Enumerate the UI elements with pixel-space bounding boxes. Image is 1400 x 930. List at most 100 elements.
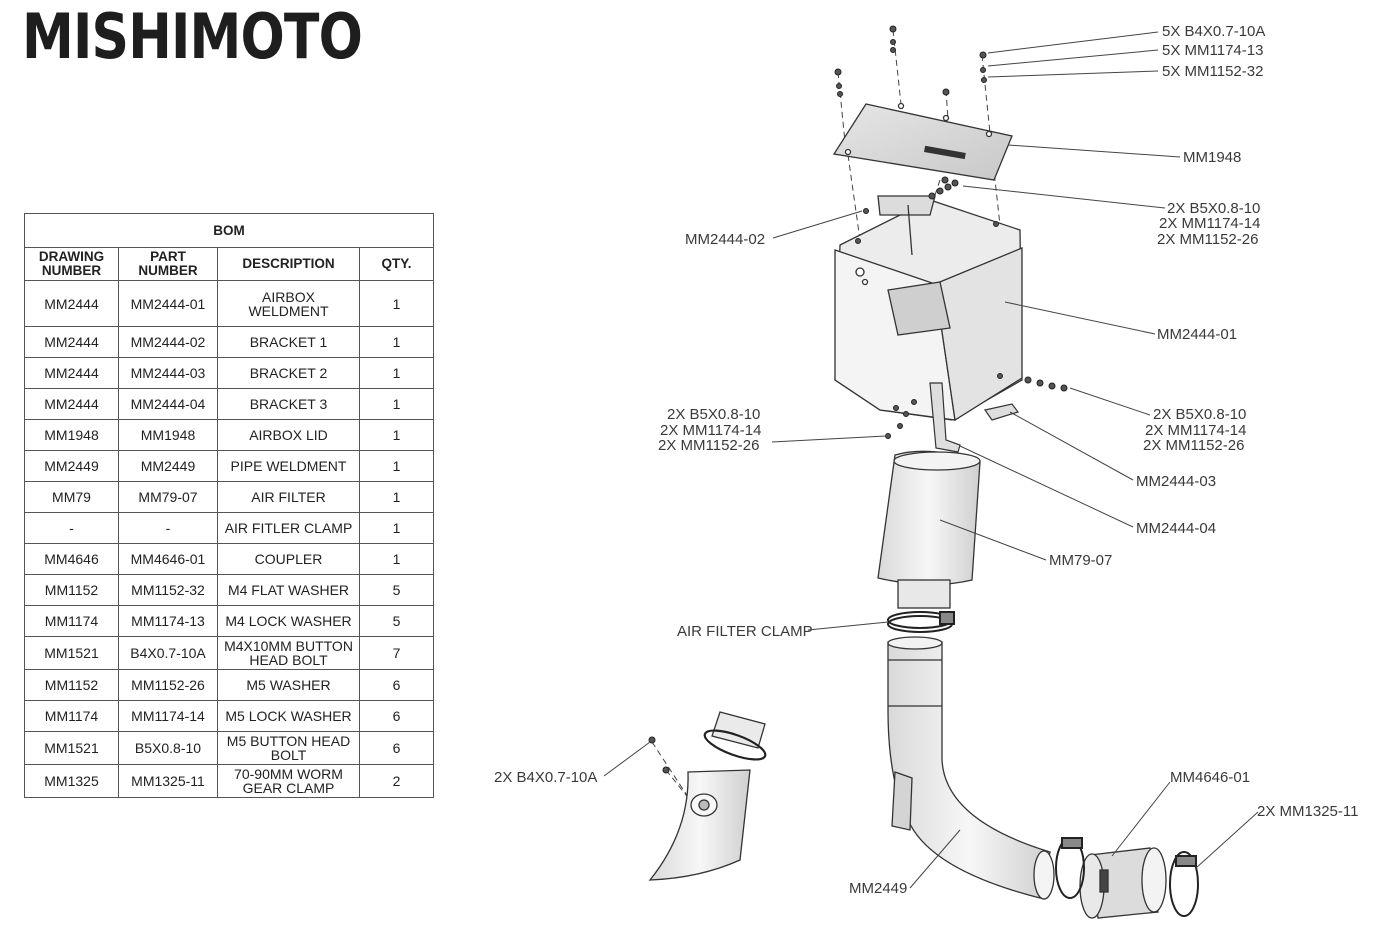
label-filter-clamp: AIR FILTER CLAMP	[677, 623, 813, 640]
bom-cell: MM4646	[24, 543, 119, 575]
brand-logo: MISHIMOTO	[22, 0, 363, 73]
label-lid: MM1948	[1183, 149, 1241, 166]
bom-cell: MM2449	[118, 450, 218, 482]
bom-cell: MM79-07	[118, 481, 218, 513]
bom-cell: 2	[359, 764, 434, 798]
bom-header-cell: DRAWING NUMBER	[24, 247, 119, 281]
bom-cell: MM1521	[24, 636, 119, 670]
bom-cell: 1	[359, 543, 434, 575]
bom-cell: MM2444	[24, 388, 119, 420]
label-clamps: 2X MM1325-11	[1257, 803, 1358, 820]
bom-cell: 6	[359, 700, 434, 732]
label-top-lock: 5X MM1174-13	[1162, 42, 1263, 59]
bom-cell: MM79	[24, 481, 119, 513]
bom-cell: -	[24, 512, 119, 544]
callout-labels: 5X B4X0.7-10A 5X MM1174-13 5X MM1152-32 …	[494, 23, 1358, 897]
label-right-hw1: 2X B5X0.8-10	[1153, 406, 1246, 423]
bom-cell: MM1174	[24, 700, 119, 732]
airbox-weldment	[834, 195, 1023, 422]
label-lid-hw3: 2X MM1152-26	[1157, 231, 1258, 248]
bom-cell: AIRBOX WELDMENT	[217, 280, 360, 327]
label-top-washer: 5X MM1152-32	[1162, 63, 1263, 80]
label-coupler: MM4646-01	[1170, 769, 1250, 786]
label-airbox: MM2444-01	[1157, 326, 1237, 343]
bom-cell: MM1152-32	[118, 574, 218, 606]
bom-cell: MM1174	[24, 605, 119, 637]
label-left-hw2: 2X MM1174-14	[660, 422, 761, 439]
bom-cell: PIPE WELDMENT	[217, 450, 360, 482]
air-filter-clamp	[887, 611, 955, 633]
pipe-weldment	[887, 636, 1055, 900]
bom-header-cell: QTY.	[359, 247, 434, 281]
airbox-lid	[832, 102, 1013, 181]
bom-cell: B5X0.8-10	[118, 731, 218, 765]
label-bracket-1: MM2444-02	[685, 231, 765, 248]
label-left-hw1: 2X B5X0.8-10	[667, 406, 760, 423]
bom-cell: MM1152	[24, 669, 119, 701]
bom-cell: M5 WASHER	[217, 669, 360, 701]
bom-cell: MM2444-02	[118, 326, 218, 358]
label-left-hw3: 2X MM1152-26	[658, 437, 759, 454]
bracket-2	[983, 403, 1019, 421]
coupler	[1079, 847, 1167, 919]
bom-cell: MM2444-03	[118, 357, 218, 389]
label-pipe: MM2449	[849, 880, 907, 897]
bom-header-cell: DESCRIPTION	[217, 247, 360, 281]
label-filter: MM79-07	[1049, 552, 1112, 569]
label-bracket-3: MM2444-04	[1136, 520, 1216, 537]
bom-cell: MM1325-11	[118, 764, 218, 798]
worm-gear-clamps	[1055, 837, 1199, 917]
bom-cell: MM1948	[24, 419, 119, 451]
label-right-hw2: 2X MM1174-14	[1145, 422, 1246, 439]
bom-cell: MM1174-14	[118, 700, 218, 732]
label-right-hw3: 2X MM1152-26	[1143, 437, 1244, 454]
bom-cell: 1	[359, 450, 434, 482]
label-lid-hw1: 2X B5X0.8-10	[1167, 200, 1260, 217]
bom-cell: AIR FITLER CLAMP	[217, 512, 360, 544]
bom-cell: 1	[359, 326, 434, 358]
bom-cell: BRACKET 2	[217, 357, 360, 389]
bom-cell: MM1948	[118, 419, 218, 451]
bom-cell: COUPLER	[217, 543, 360, 575]
bom-cell: 7	[359, 636, 434, 670]
bom-cell: M4 FLAT WASHER	[217, 574, 360, 606]
label-sensor-bolts: 2X B4X0.7-10A	[494, 769, 597, 786]
bom-cell: MM2444	[24, 280, 119, 327]
bracket-3	[929, 382, 961, 453]
label-bracket-2: MM2444-03	[1136, 473, 1216, 490]
air-filter	[877, 450, 981, 609]
bom-cell: MM1152	[24, 574, 119, 606]
bom-cell: MM2444-01	[118, 280, 218, 327]
label-lid-hw2: 2X MM1174-14	[1159, 215, 1260, 232]
hardware	[648, 25, 1068, 774]
bom-cell: 1	[359, 419, 434, 451]
bom-cell: M5 BUTTON HEAD BOLT	[217, 731, 360, 765]
label-top-bolts: 5X B4X0.7-10A	[1162, 23, 1265, 40]
bom-cell: 1	[359, 388, 434, 420]
bom-cell: 6	[359, 669, 434, 701]
bom-cell: BRACKET 1	[217, 326, 360, 358]
bom-cell: MM1325	[24, 764, 119, 798]
bom-cell: 70-90MM WORM GEAR CLAMP	[217, 764, 360, 798]
leader-lines	[603, 31, 1259, 889]
bom-title: BOM	[24, 213, 434, 248]
bom-cell: MM2444	[24, 326, 119, 358]
bom-cell: 1	[359, 280, 434, 327]
maf-sensor-tube	[648, 711, 767, 881]
